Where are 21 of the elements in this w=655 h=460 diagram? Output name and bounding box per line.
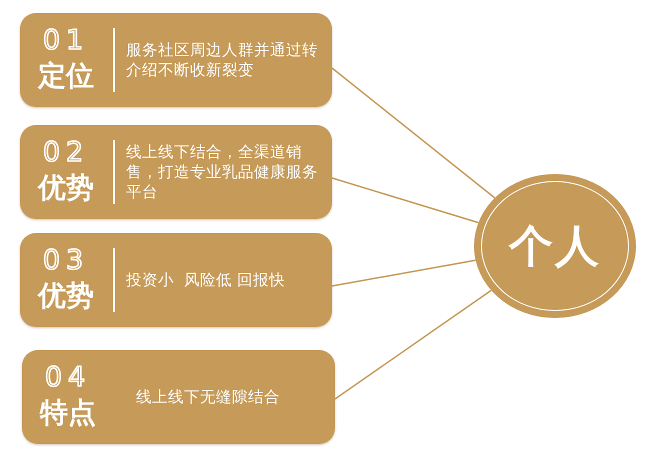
step-number: 03 xyxy=(42,247,90,274)
info-card xyxy=(20,13,332,107)
connector-line xyxy=(334,290,492,400)
card-heading: 定位 xyxy=(36,61,95,92)
info-card xyxy=(22,350,335,444)
step-number: 01 xyxy=(42,27,90,54)
card-description: 线上线下无缝隙结合 xyxy=(136,386,281,408)
connector-line xyxy=(332,177,479,224)
info-card xyxy=(20,125,332,219)
card-heading: 特点 xyxy=(38,398,97,429)
card-description: 服务社区周边人群并通过转介绍不断收新裂变 xyxy=(126,40,319,80)
card-description: 投资小 风险低 回报快 xyxy=(126,270,286,290)
card-description: 线上线下结合，全渠道销售，打造专业乳品健康服务平台 xyxy=(126,142,319,202)
connector-line xyxy=(332,260,476,287)
circle-label: 个人 xyxy=(509,220,601,274)
card-heading: 优势 xyxy=(36,173,95,204)
step-number: 04 xyxy=(44,364,92,391)
card-heading: 优势 xyxy=(36,281,95,312)
step-number: 02 xyxy=(42,139,90,166)
connector-line xyxy=(332,67,496,198)
info-card xyxy=(20,233,332,327)
